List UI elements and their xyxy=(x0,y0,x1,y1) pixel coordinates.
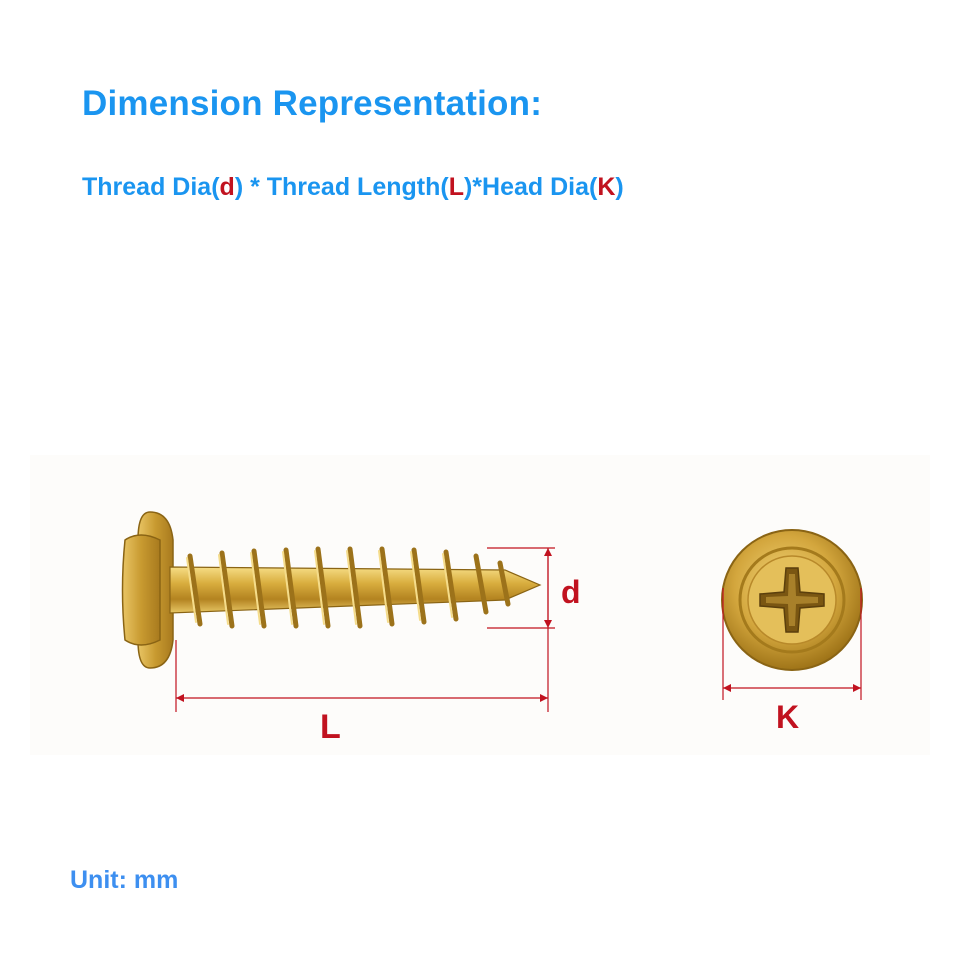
formula-text-thread-length: ) * Thread Length( xyxy=(234,173,449,201)
phillips-cross-icon xyxy=(759,567,825,633)
screw-head-top-view xyxy=(721,529,863,671)
formula-symbol-L: L xyxy=(448,173,464,201)
page-title: Dimension Representation: xyxy=(82,84,543,123)
thread-dia-dimension xyxy=(175,547,555,712)
head-dia-dimension xyxy=(722,588,862,700)
screw-side-view xyxy=(121,511,542,669)
formula-text-close: ) xyxy=(615,173,624,201)
dimension-formula: Thread Dia(d) * Thread Length(L)*Head Di… xyxy=(82,173,624,202)
dimension-arrows xyxy=(176,548,552,702)
unit-label: Unit: mm xyxy=(70,866,179,894)
formula-symbol-d: d xyxy=(219,173,235,201)
label-K: K xyxy=(776,699,799,735)
label-d: d xyxy=(561,574,581,610)
label-L: L xyxy=(320,708,341,746)
formula-text-thread-dia: Thread Dia( xyxy=(82,173,220,201)
formula-text-head-dia: )*Head Dia( xyxy=(463,173,598,201)
formula-symbol-K: K xyxy=(597,173,616,201)
